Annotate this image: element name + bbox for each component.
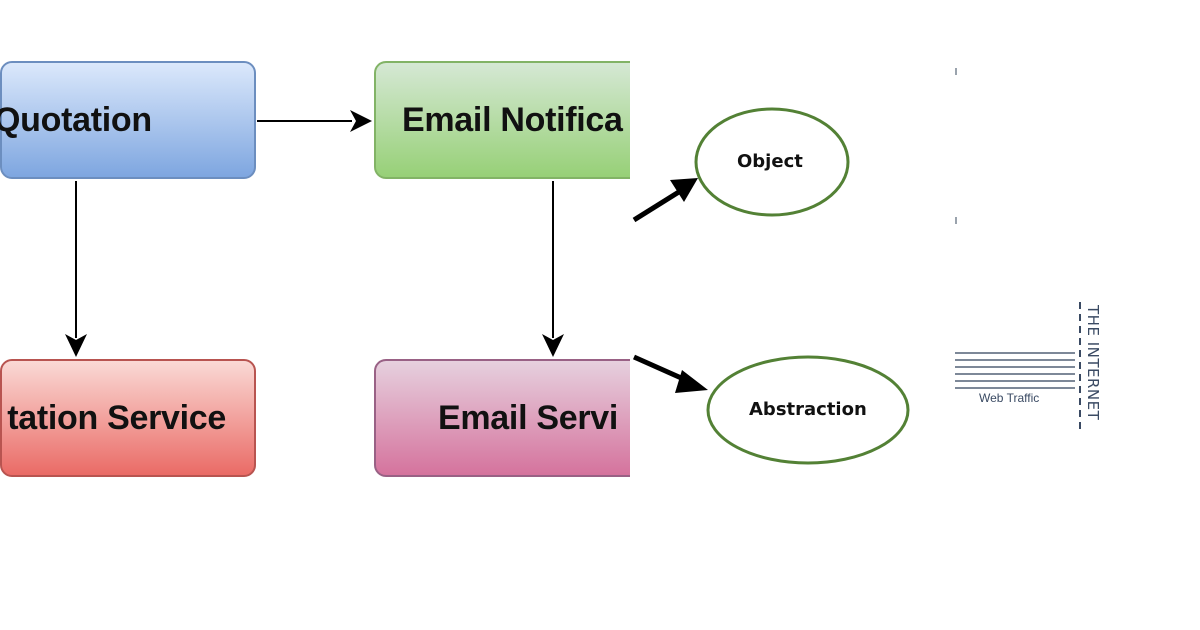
edge-marks — [955, 68, 957, 224]
arrow-to-object — [632, 178, 698, 223]
email-service-node-label: Email Servi — [438, 398, 619, 437]
concept-map-shapes — [632, 107, 910, 465]
quotation-service-node: tation Service — [0, 359, 256, 477]
email-notification-node: Email Notifica — [374, 61, 630, 179]
quotation-service-node-label: tation Service — [7, 398, 226, 437]
flowchart-connectors — [65, 110, 564, 357]
network-panel: Web Traffic THE INTERNET — [955, 0, 1200, 630]
quotation-node: Quotation — [0, 61, 256, 179]
email-notification-node-label: Email Notifica — [402, 100, 623, 139]
web-traffic-label: Web Traffic — [979, 391, 1040, 405]
email-service-node: Email Servi — [374, 359, 630, 477]
concept-map-panel: Object Abstraction — [630, 0, 955, 630]
object-label: Object — [737, 151, 803, 172]
object-ellipse — [694, 107, 850, 217]
arrow-email-notification-to-email-service — [542, 181, 564, 357]
flowchart-panel: Quotation Email Notifica tation Service … — [0, 61, 630, 477]
arrow-to-abstraction — [632, 354, 708, 393]
arrow-quotation-to-email-notification — [257, 110, 372, 132]
arrow-quotation-to-quotation-service — [65, 181, 87, 357]
abstraction-label: Abstraction — [749, 399, 867, 420]
internet-label: THE INTERNET — [1084, 305, 1102, 421]
abstraction-ellipse — [706, 355, 910, 465]
quotation-node-label: Quotation — [0, 100, 152, 139]
web-traffic-lines — [955, 68, 1081, 432]
